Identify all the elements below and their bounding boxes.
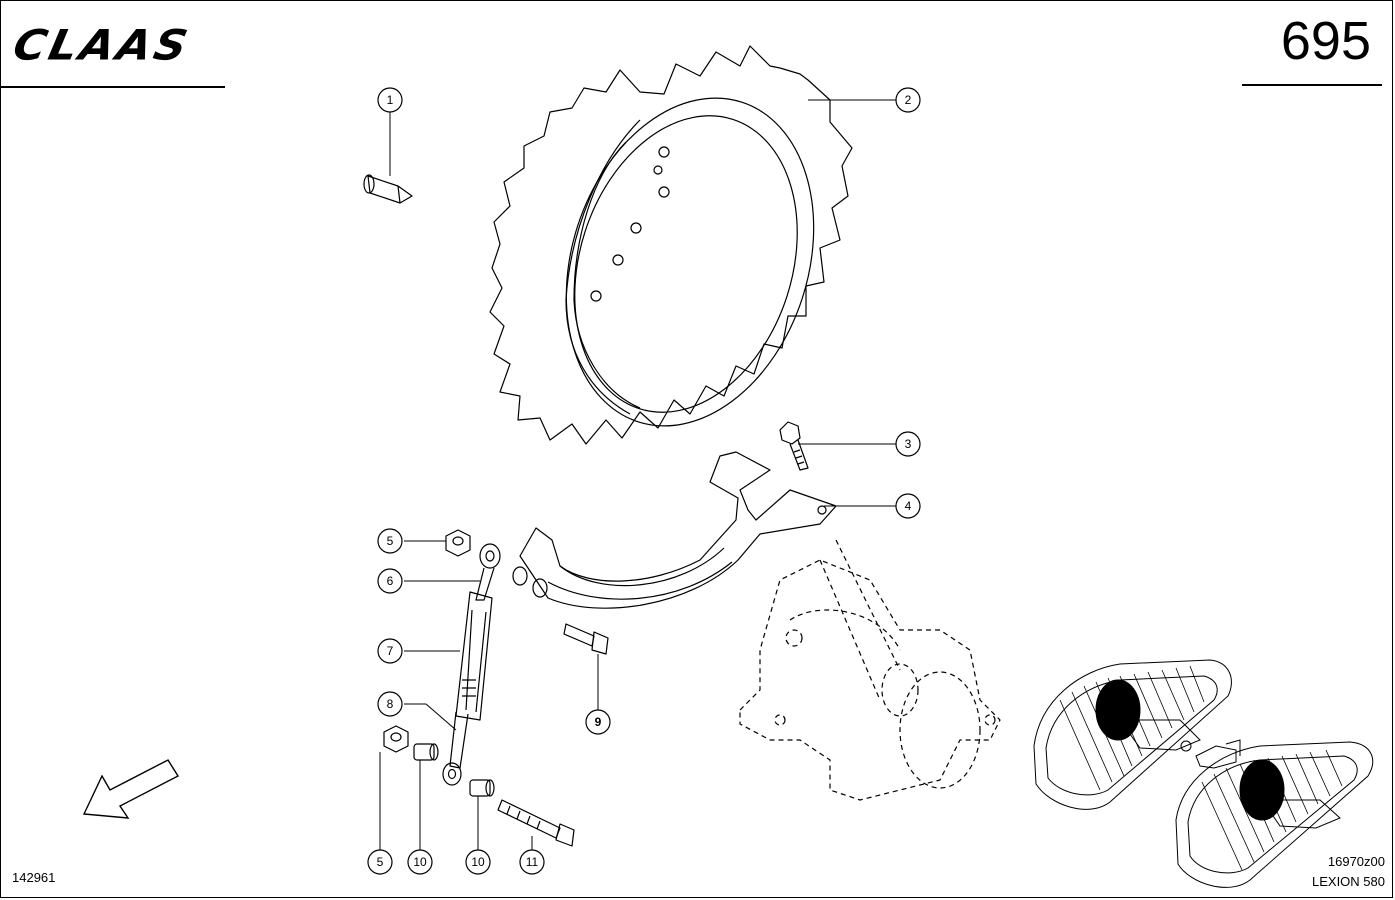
leader-lines [379, 99, 896, 850]
callout-label-11: 11 [526, 855, 539, 869]
callout-label-1: 1 [387, 93, 394, 107]
callout-11 [519, 849, 545, 875]
callout-label-3: 3 [905, 437, 912, 451]
callout-label-7: 7 [387, 644, 394, 658]
ghost-axle-housing [739, 539, 1001, 801]
part-bolt-11 [497, 799, 575, 847]
callout-10b [465, 849, 491, 875]
header-rule-right [1242, 84, 1382, 86]
part-nut-lower [383, 725, 409, 753]
callout-9 [585, 709, 611, 735]
part-bolt-9 [563, 623, 609, 655]
part-sprocket-wheel [489, 45, 853, 445]
callout-5a [377, 528, 403, 554]
callout-labels: 1 2 3 4 5 6 7 8 9 5 10 10 11 [377, 93, 912, 869]
callout-label-10a: 10 [413, 855, 427, 869]
callout-label-8: 8 [387, 697, 394, 711]
callout-label-5a: 5 [387, 534, 394, 548]
part-bushing-right [469, 779, 495, 797]
callout-1 [377, 87, 403, 113]
part-bolt-3 [779, 421, 809, 471]
page-number: 695 [1280, 11, 1371, 71]
callout-label-6: 6 [387, 574, 394, 588]
header-rule-left [0, 86, 225, 88]
callout-label-9: 9 [595, 715, 602, 729]
drawing-number: 142961 [12, 870, 56, 885]
callout-10a [407, 849, 433, 875]
part-pin [363, 174, 413, 204]
part-bushing-left [413, 743, 439, 761]
callout-label-4: 4 [905, 499, 912, 513]
callout-7 [377, 638, 403, 664]
callout-4 [895, 493, 921, 519]
figure-reference: 16970z00 LEXION 580 [1312, 852, 1385, 892]
part-nut-upper [445, 529, 471, 557]
callout-label-10b: 10 [471, 855, 485, 869]
callout-label-5b: 5 [377, 855, 384, 869]
figure-code: 16970z00 [1327, 854, 1385, 869]
part-guard-bracket [512, 451, 837, 609]
callout-5b [367, 849, 393, 875]
callout-label-2: 2 [905, 93, 912, 107]
model-name: LEXION 580 [1312, 874, 1385, 889]
direction-arrow-icon [82, 759, 179, 819]
callout-2 [895, 87, 921, 113]
part-turnbuckle [442, 543, 501, 786]
callout-8 [377, 691, 403, 717]
callout-6 [377, 568, 403, 594]
track-unit-thumbnail [1033, 659, 1373, 888]
callout-3 [895, 431, 921, 457]
callouts [367, 87, 921, 875]
